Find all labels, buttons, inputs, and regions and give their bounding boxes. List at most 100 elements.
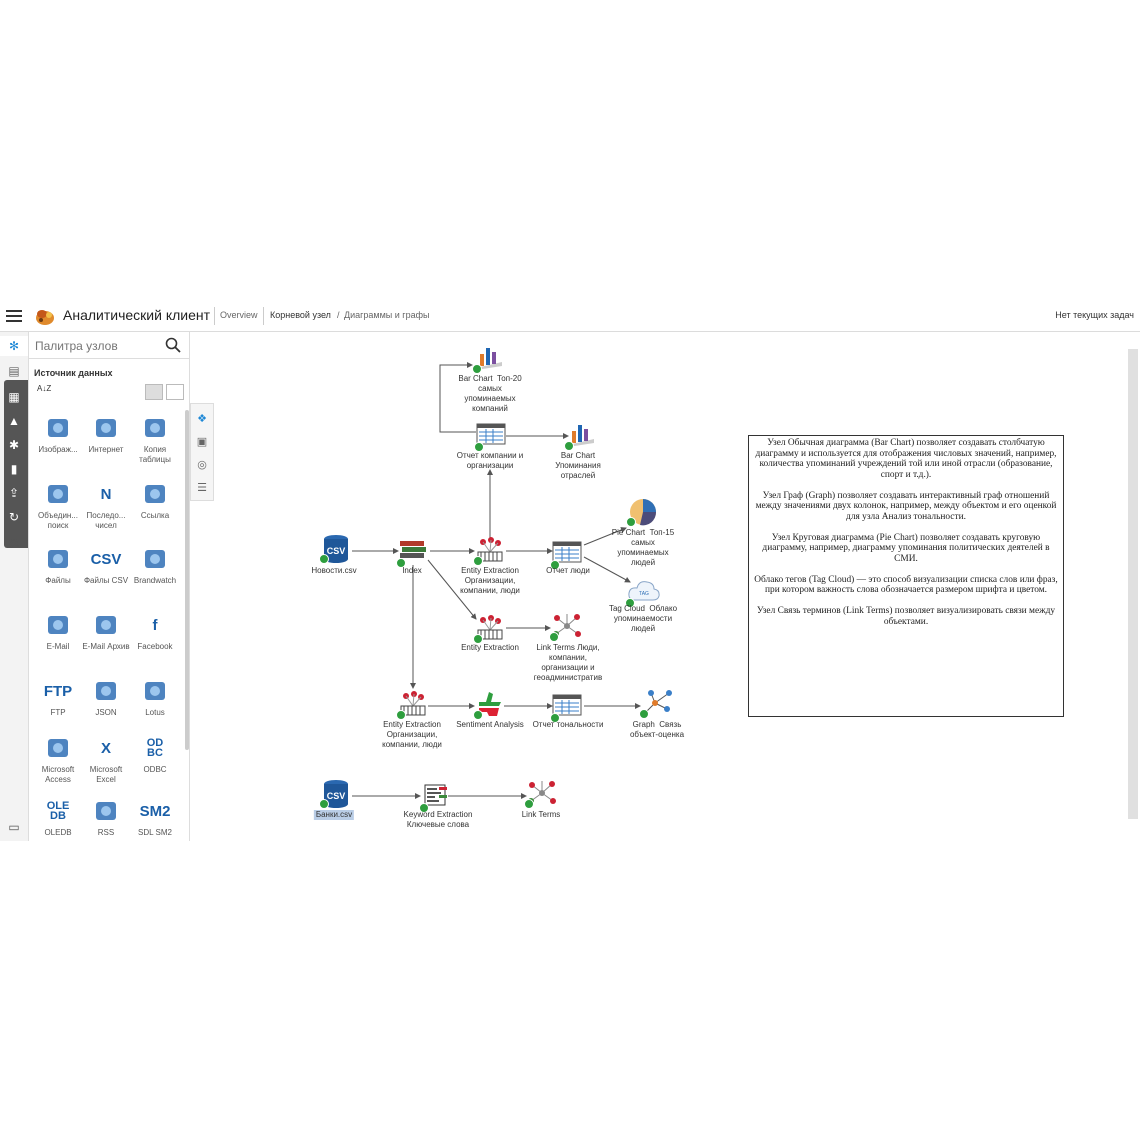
node-entity-extraction-1[interactable] — [473, 536, 505, 569]
palette-item[interactable]: Копия таблицы — [131, 414, 179, 465]
palette-item-label: Lotus — [145, 708, 165, 717]
node-label-text: Sentiment Analysis — [456, 720, 524, 729]
palette-search-input[interactable] — [33, 336, 165, 356]
palette-item-label: Ссылка — [140, 511, 170, 520]
palette-item-label: OLEDB — [44, 828, 72, 837]
table-node-icon — [476, 422, 506, 451]
node-bar-chart-sectors[interactable] — [564, 421, 596, 452]
cycle-icon[interactable]: ↻ — [8, 510, 20, 524]
node-sentiment-analysis[interactable] — [473, 690, 505, 723]
status-ok-icon — [549, 632, 559, 642]
status-ok-icon — [524, 799, 534, 809]
palette-item[interactable]: JSON — [82, 677, 130, 718]
palette-item[interactable]: Ссылка — [131, 480, 179, 521]
node-link-terms[interactable] — [524, 779, 558, 812]
grid-view-icon[interactable] — [145, 384, 163, 400]
node-report-companies[interactable] — [474, 422, 506, 452]
palette-item[interactable]: E-Mail — [34, 611, 82, 652]
palette-item[interactable]: Объедин... поиск — [34, 480, 82, 531]
table-node-icon — [552, 693, 582, 722]
palette-scrollbar[interactable] — [185, 410, 189, 750]
node-report-tone[interactable] — [550, 693, 582, 723]
menu-icon[interactable] — [6, 307, 22, 323]
status-ok-icon — [473, 710, 483, 720]
bar-chart-icon[interactable]: ▮ — [10, 462, 18, 476]
node-banks-csv[interactable]: CSV — [319, 779, 351, 814]
add-note-icon[interactable]: ▣ — [196, 435, 208, 448]
palette-item[interactable]: E-Mail Архив — [82, 611, 130, 652]
tasks-status[interactable]: Нет текущих задач — [1055, 310, 1134, 320]
kw-node-icon — [421, 783, 451, 814]
node-entity-extraction-3[interactable] — [396, 690, 428, 723]
monitor-icon[interactable]: ▭ — [8, 820, 20, 834]
storage-icon[interactable]: ☰ — [197, 481, 207, 494]
title-divider — [214, 307, 215, 325]
database-copy-icon — [141, 414, 169, 442]
bar-node-icon — [474, 344, 504, 375]
palette-item[interactable]: Интернет — [82, 414, 130, 455]
palette-item-label: Изображ... — [38, 445, 78, 454]
globe-tool-icon[interactable]: ◎ — [197, 458, 207, 471]
node-label-text: Graph Связь объект-оценка — [629, 720, 685, 739]
top-bar: Аналитический клиент Overview Корневой у… — [0, 301, 1140, 332]
node-label: Pie Chart Топ-15 самых упоминаемых людей — [612, 528, 674, 568]
node-label-text: Keyword Extraction Ключевые слова — [403, 810, 473, 829]
palette-item-label: Microsoft Access — [41, 765, 75, 784]
status-ok-icon — [473, 634, 483, 644]
node-label-text: Entity Extraction Организации, компании,… — [460, 566, 520, 595]
list-view-icon[interactable] — [166, 384, 184, 400]
palette-item[interactable]: Файлы — [34, 545, 82, 586]
node-palette-icon[interactable]: ✻ — [0, 336, 28, 356]
canvas-scrollbar[interactable] — [1128, 349, 1138, 819]
database-icon[interactable]: ▤ — [8, 364, 20, 378]
node-entity-extraction-2[interactable] — [473, 614, 505, 647]
status-ok-icon — [564, 441, 574, 451]
merge-search-icon — [44, 480, 72, 508]
palette-item[interactable]: Brandwatch — [131, 545, 179, 586]
sort-az-icon[interactable]: A↓Z — [37, 384, 52, 393]
node-pie-chart-top15[interactable] — [626, 497, 658, 532]
brandwatch-icon — [141, 545, 169, 573]
csv-node-icon: CSV — [321, 779, 351, 814]
node-index[interactable] — [396, 538, 430, 568]
description-note[interactable]: Узел Обычная диаграмма (Bar Chart) позво… — [748, 435, 1064, 717]
node-news-csv[interactable]: CSV — [319, 534, 351, 569]
status-ok-icon — [396, 710, 406, 720]
node-tag-cloud[interactable]: TAG — [625, 578, 661, 609]
note-graph: Узел Граф (Graph) позволяет создавать ин… — [755, 490, 1057, 522]
search-icon[interactable] — [165, 337, 181, 353]
layers-icon[interactable]: ❖ — [197, 412, 207, 425]
node-label: Отчет люди — [546, 566, 590, 576]
node-keyword-extraction[interactable] — [419, 783, 451, 814]
node-link-terms-people[interactable] — [549, 612, 583, 645]
palette-item-label: E-Mail Архив — [82, 642, 130, 651]
node-bar-chart-top20[interactable] — [472, 344, 504, 375]
left-rail: ✻ ▤ ▦ ▲ ✱ ▮ ⇪ ↻ ⚖ ▭ — [0, 332, 29, 841]
triangle-icon[interactable]: ▲ — [8, 414, 20, 428]
palette-item-label: Копия таблицы — [139, 445, 171, 464]
table-icon[interactable]: ▦ — [8, 390, 20, 404]
senti-node-icon — [475, 690, 505, 723]
node-graph[interactable] — [639, 689, 673, 722]
app-title: Аналитический клиент — [63, 307, 211, 323]
network-icon[interactable]: ✱ — [8, 438, 20, 452]
overview-link[interactable]: Overview — [220, 310, 258, 320]
scales-icon[interactable]: ⚖ — [8, 536, 20, 550]
breadcrumb-root[interactable]: Корневой узел — [270, 310, 331, 320]
export-icon[interactable]: ⇪ — [8, 486, 20, 500]
status-ok-icon — [472, 364, 482, 374]
palette-item[interactable]: Изображ... — [34, 414, 82, 455]
note-link-terms: Узел Связь терминов (Link Terms) позволя… — [756, 606, 1056, 627]
palette-item[interactable]: RSS — [82, 797, 130, 838]
node-report-people[interactable] — [550, 540, 582, 570]
palette-item[interactable]: Lotus — [131, 677, 179, 718]
palette-item[interactable]: Microsoft Access — [34, 734, 82, 785]
